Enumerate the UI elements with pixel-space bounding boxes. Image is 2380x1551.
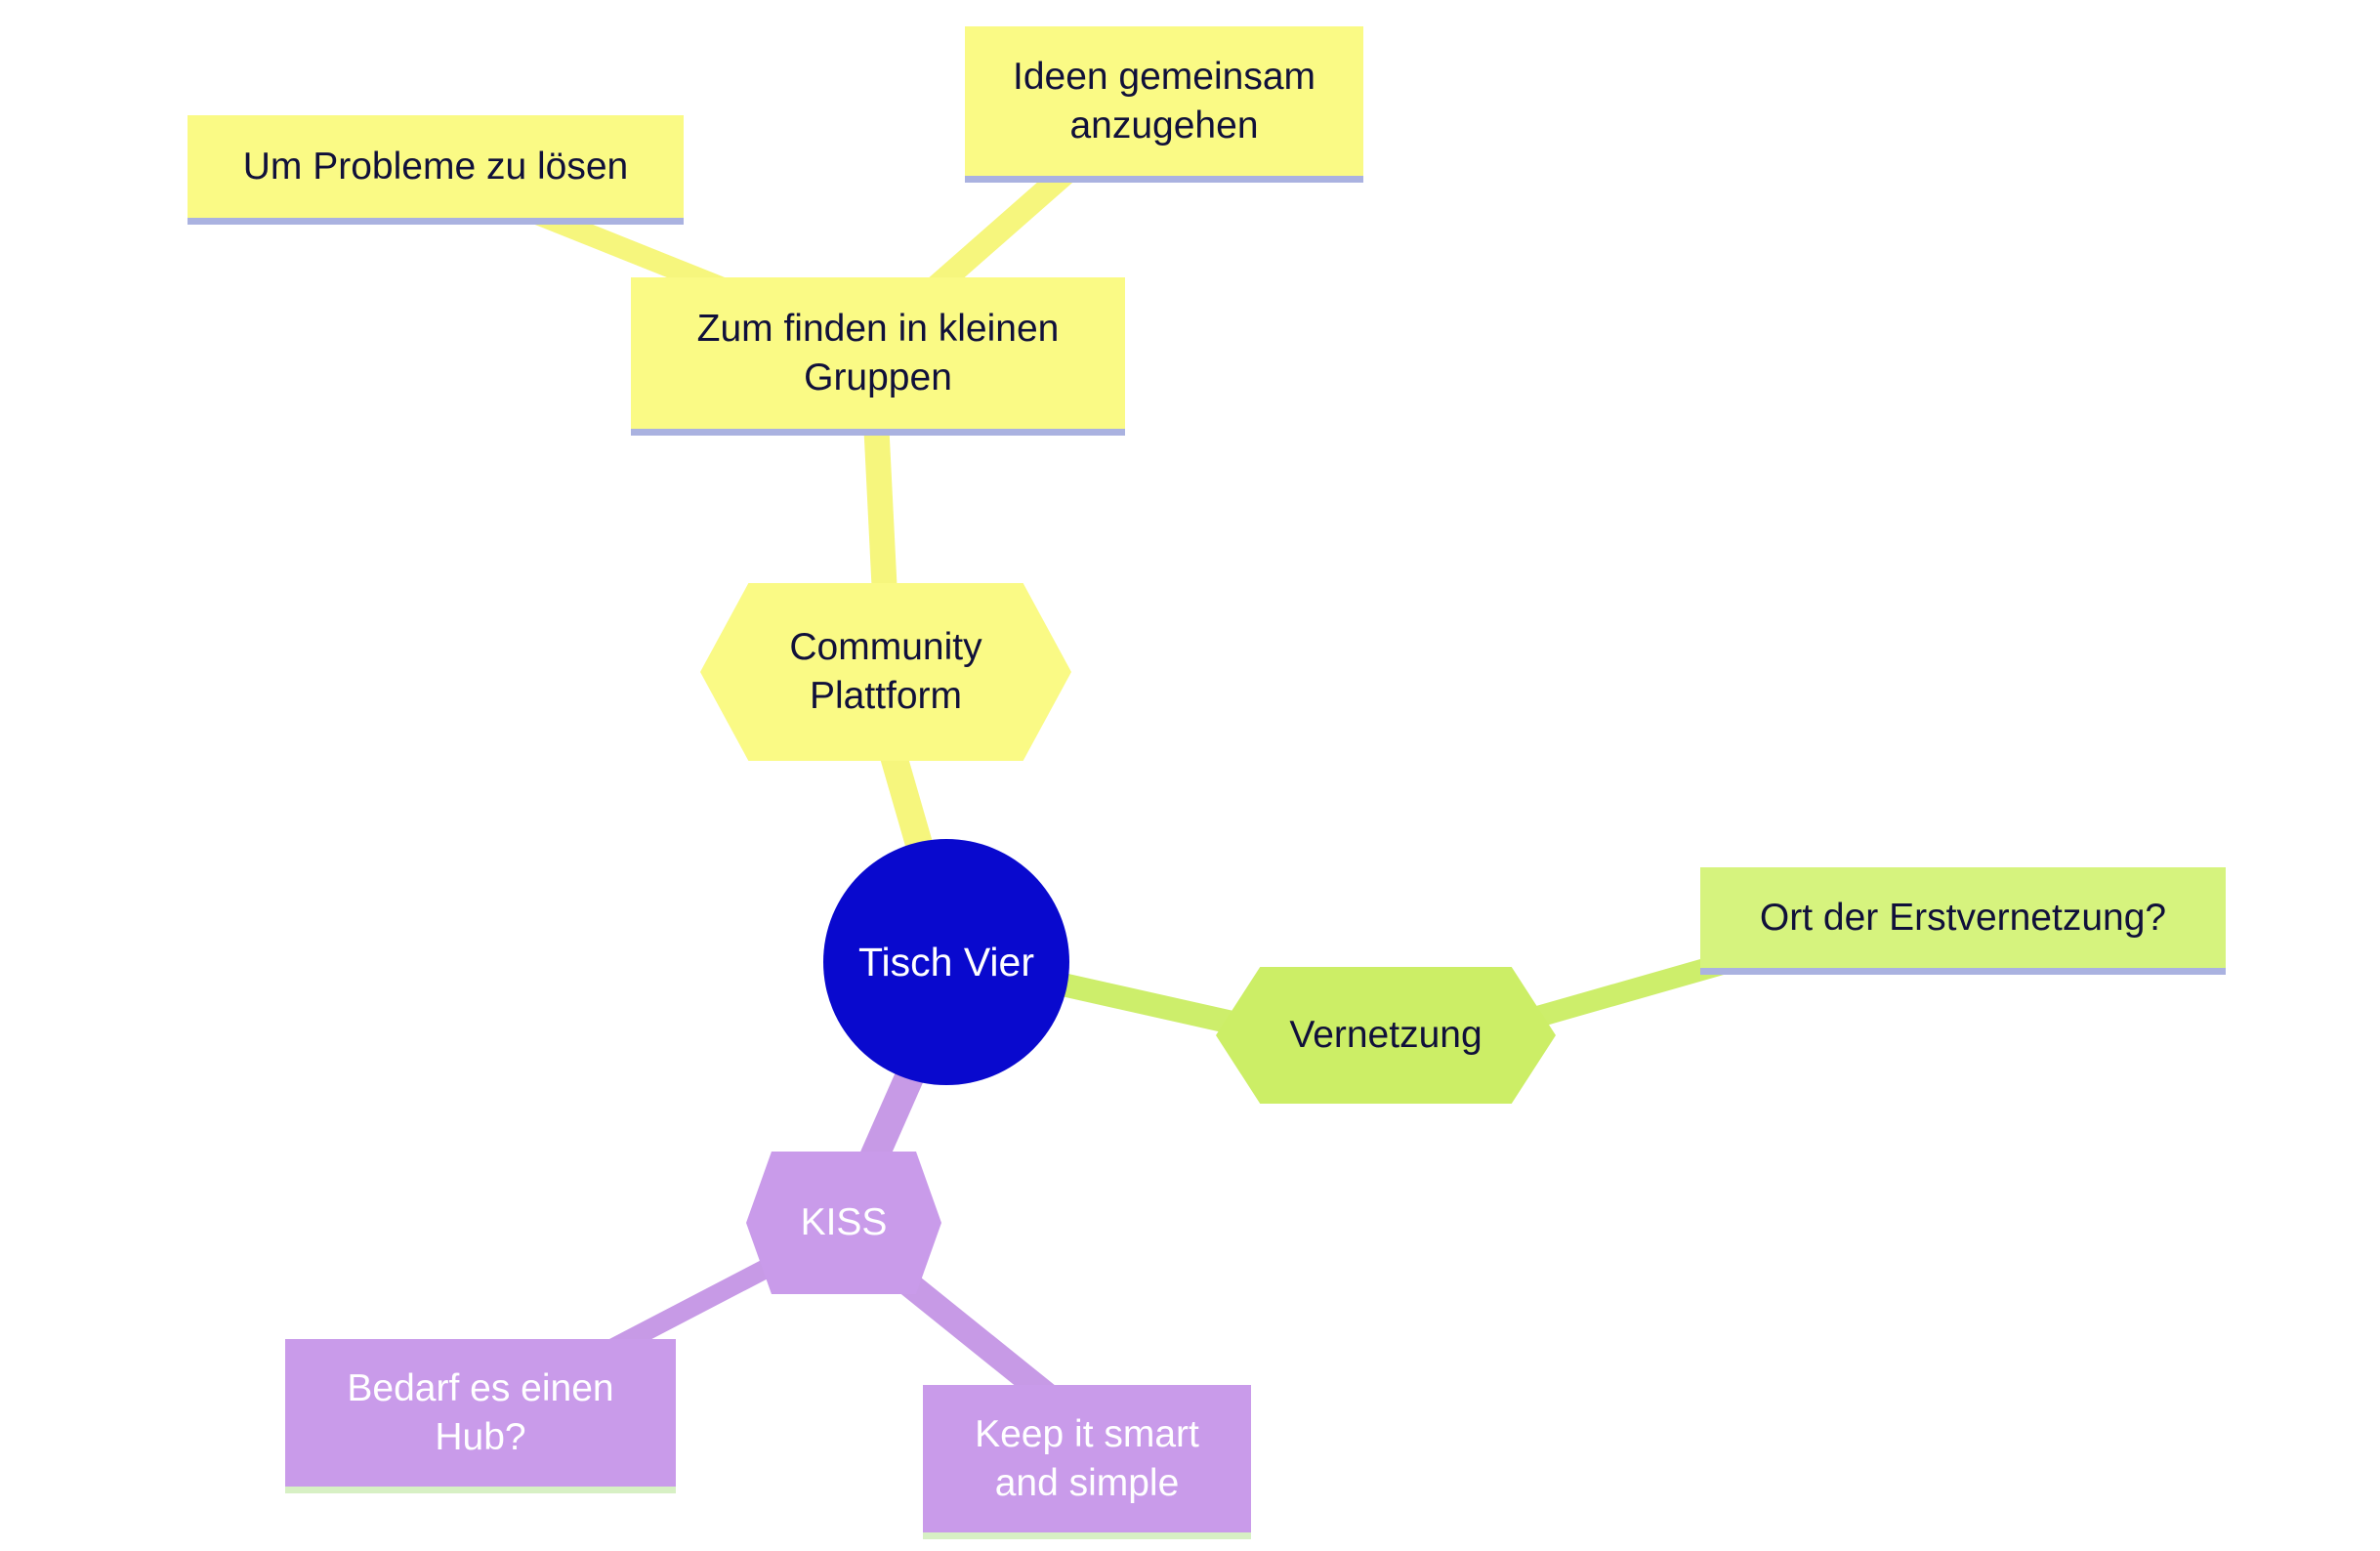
node-community-plattform[interactable]: Community Plattform — [700, 583, 1071, 761]
node-keep-it-smart-and-simple[interactable]: Keep it smart and simple — [923, 1385, 1251, 1539]
node-bedarf-es-einen-hub[interactable]: Bedarf es einen Hub? — [285, 1339, 676, 1493]
node-label: Tisch Vier — [858, 939, 1034, 985]
node-zum-finden-in-kleinen-gruppen[interactable]: Zum finden in kleinen Gruppen — [631, 277, 1125, 436]
node-vernetzung[interactable]: Vernetzung — [1216, 967, 1556, 1104]
node-label: Zum finden in kleinen Gruppen — [696, 307, 1060, 398]
node-ideen-gemeinsam-anzugehen[interactable]: Ideen gemeinsam anzugehen — [965, 26, 1363, 183]
node-label: Keep it smart and simple — [975, 1412, 1199, 1504]
edge-zumfinden-community — [863, 419, 898, 616]
node-label: Community Plattform — [789, 626, 982, 717]
node-tisch-vier-center[interactable]: Tisch Vier — [823, 839, 1069, 1085]
node-label: Bedarf es einen Hub? — [347, 1366, 614, 1458]
node-label: Ort der Erstvernetzung? — [1759, 896, 2167, 939]
node-label: Um Probleme zu lösen — [242, 145, 629, 188]
node-label: Ideen gemeinsam anzugehen — [1012, 55, 1316, 147]
node-kiss[interactable]: KISS — [746, 1152, 941, 1294]
node-ort-der-erstvernetzung[interactable]: Ort der Erstvernetzung? — [1700, 867, 2226, 975]
node-label: KISS — [800, 1201, 888, 1244]
node-label: Vernetzung — [1289, 1014, 1482, 1057]
node-um-probleme-zu-loesen[interactable]: Um Probleme zu lösen — [188, 115, 684, 225]
